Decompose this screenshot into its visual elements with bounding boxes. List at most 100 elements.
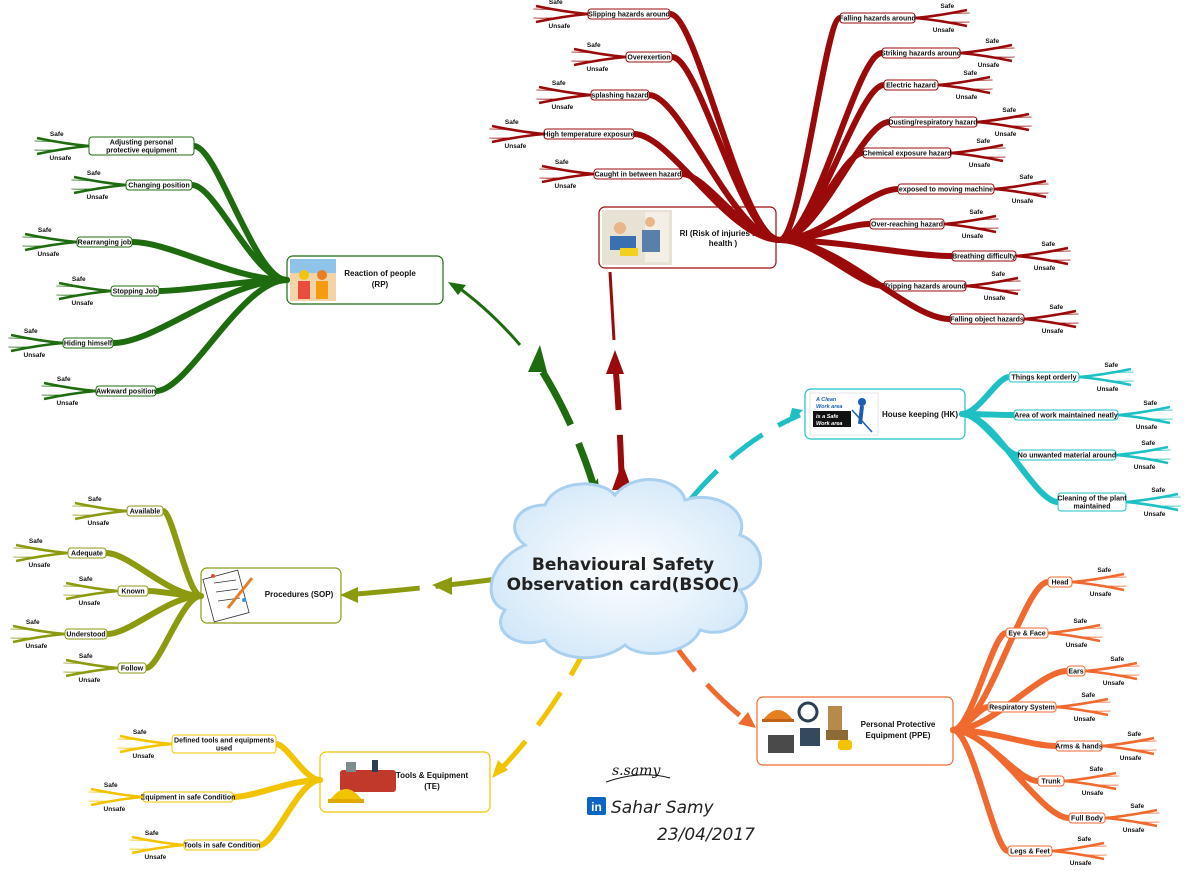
sop-title: Procedures (SOP) — [265, 590, 334, 599]
unsafe-label: Unsafe — [1134, 464, 1156, 471]
te-title-2: (TE) — [424, 782, 440, 791]
te-arrowhead — [492, 760, 508, 778]
safe-label: Safe — [1019, 174, 1033, 181]
fork-line — [1063, 701, 1111, 707]
fork-line — [539, 174, 587, 179]
leaf-label: splashing hazard — [591, 93, 648, 100]
leaf-label: Defined tools and equipments — [174, 738, 274, 745]
unsafe-label: Unsafe — [969, 162, 991, 169]
te-node[interactable]: Tools & Equipment (TE) — [319, 751, 491, 813]
unsafe-label: Unsafe — [29, 562, 51, 569]
clean-work-area-sign-icon: A Clean Work area is a Safe Work area — [809, 392, 879, 436]
safe-label: Safe — [72, 276, 86, 283]
svg-text:is a Safe: is a Safe — [816, 414, 838, 420]
unsafe-label: Unsafe — [24, 352, 46, 359]
unsafe-label: Unsafe — [978, 62, 1000, 69]
hk-node[interactable]: A Clean Work area is a Safe Work area Ho… — [804, 388, 966, 440]
leaf-label: Legs & Feet — [1010, 849, 1050, 856]
linkedin-icon[interactable] — [587, 797, 606, 815]
safe-label: Safe — [1151, 487, 1165, 494]
branch-stroke — [257, 777, 323, 848]
fork-line — [536, 95, 584, 100]
unsafe-label: Unsafe — [984, 295, 1006, 302]
safe-label: Safe — [88, 496, 102, 503]
fork-line — [63, 668, 111, 673]
ri-node[interactable]: RI (Risk of injuries and health ) — [598, 206, 777, 269]
leaf-label: Breathing difficulty — [952, 254, 1016, 261]
unsafe-label: Unsafe — [1144, 511, 1166, 518]
fork-line — [1059, 845, 1107, 851]
leaf-label: used — [216, 746, 232, 753]
fork-line — [922, 18, 970, 23]
fork-line — [1001, 189, 1049, 194]
fork-line — [1086, 377, 1134, 382]
unsafe-label: Unsafe — [555, 183, 577, 190]
safe-label: Safe — [1127, 731, 1141, 738]
te-item-defined-tools-and-equipments-used[interactable]: Defined tools and equipmentsusedSafeUnsa… — [117, 729, 323, 783]
leaf-label: Arms & hands — [1055, 744, 1103, 751]
leaf-label: Equipment in safe Condition — [141, 795, 236, 802]
fork-line — [1125, 409, 1173, 415]
center-cloud: Behavioural Safety Observation card(BSOC… — [489, 478, 763, 660]
signature-underline — [605, 774, 671, 783]
leaf-label: Cleaning of the plant — [1057, 496, 1127, 503]
sop-node[interactable]: Procedures (SOP) — [200, 567, 342, 624]
safe-label: Safe — [1143, 400, 1157, 407]
ppe-gear-image-icon — [762, 701, 852, 753]
unsafe-label: Unsafe — [50, 155, 72, 162]
leaf-label: Head — [1051, 580, 1068, 587]
rp-title-2: (RP) — [372, 280, 389, 289]
fork-line — [533, 8, 581, 14]
unsafe-label: Unsafe — [505, 143, 527, 150]
fork-line — [489, 134, 537, 139]
fork-line — [984, 122, 1032, 127]
rp-node[interactable]: Reaction of people (RP) — [286, 255, 444, 305]
fork-line — [72, 505, 120, 511]
fork-line — [1125, 415, 1173, 420]
safe-label: Safe — [24, 328, 38, 335]
unsafe-label: Unsafe — [962, 233, 984, 240]
leaf-label: Overexertion — [627, 55, 670, 62]
ppe-title-1: Personal Protective — [861, 720, 936, 729]
unsafe-label: Unsafe — [1136, 424, 1158, 431]
fork-line — [1109, 746, 1157, 751]
fork-line — [117, 744, 165, 749]
unsafe-label: Unsafe — [1097, 386, 1119, 393]
safe-label: Safe — [1097, 567, 1111, 574]
unsafe-label: Unsafe — [38, 251, 60, 258]
ppe-node[interactable]: Personal Protective Equipment (PPE) — [756, 696, 954, 766]
fork-line — [41, 385, 89, 391]
hk-item-cleaning-of-the-plant-maintained[interactable]: Cleaning of the plantmaintainedSafeUnsaf… — [959, 411, 1181, 518]
rp-connector — [532, 358, 602, 501]
fork-line — [8, 337, 56, 343]
injury-image-icon — [602, 210, 672, 265]
fork-line — [22, 242, 70, 247]
